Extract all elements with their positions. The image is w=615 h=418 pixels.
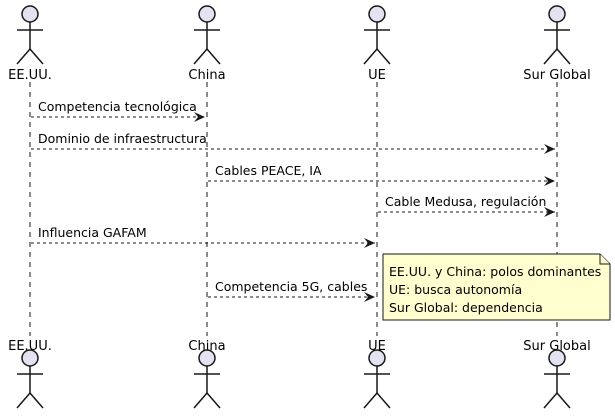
note-line: EE.UU. y China: polos dominantes [389,264,601,279]
message-label: Competencia 5G, cables [215,279,367,294]
message-label: Cables PEACE, IA [215,163,322,178]
actor-icon-top-sur [543,5,571,65]
message-label: Competencia tecnológica [38,99,197,114]
message-arrow: Influencia GAFAM [31,225,375,248]
message-label: Dominio de infraestructura [38,131,207,146]
actor-icon-top-ue [363,5,391,65]
actor-label-top-sur: Sur Global [523,68,590,83]
message-arrow: Dominio de infraestructura [31,131,555,154]
note-line: Sur Global: dependencia [389,300,543,315]
message-label: Cable Medusa, regulación [385,194,546,209]
actor-icon-bottom-china [193,349,221,409]
message-arrow: Competencia tecnológica [31,99,205,122]
message-arrow: Cable Medusa, regulación [378,194,555,217]
actor-label-bottom-china: China [188,339,225,354]
message-arrow: Competencia 5G, cables [208,279,375,302]
actor-icon-bottom-eeuu [16,349,44,409]
message-arrow: Cables PEACE, IA [208,163,555,186]
actor-icon-bottom-ue [363,349,391,409]
note-line: UE: busca autonomía [389,282,522,297]
actor-label-top-china: China [188,68,225,83]
actor-label-top-ue: UE [368,68,386,83]
actor-icon-top-china [193,5,221,65]
actor-icon-bottom-sur [543,349,571,409]
message-label: Influencia GAFAM [38,225,147,240]
actor-label-bottom-ue: UE [368,339,386,354]
actor-label-bottom-sur: Sur Global [523,339,590,354]
actor-label-bottom-eeuu: EE.UU. [8,339,52,354]
actor-icon-top-eeuu [16,5,44,65]
actor-label-top-eeuu: EE.UU. [8,68,52,83]
